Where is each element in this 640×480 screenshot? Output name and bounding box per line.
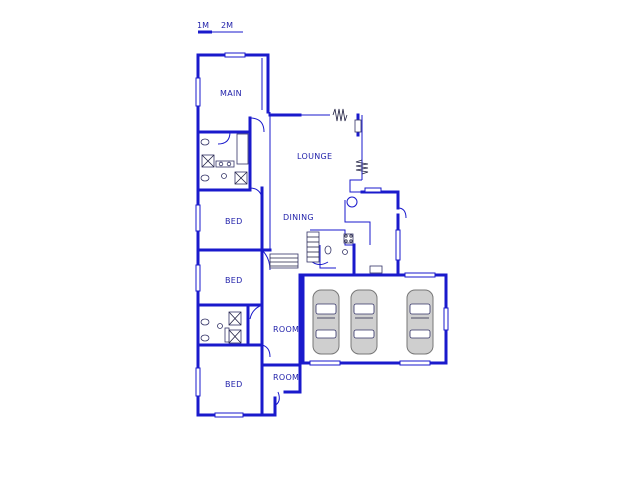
garage-cars [312,289,434,355]
basin-icon [226,161,232,167]
toilet-icon [200,318,210,326]
room-label-dining: DINING [283,213,314,222]
stair-landing [349,179,362,193]
wall-wc [319,245,336,269]
bath-icon [236,133,249,165]
window-bed3-bottom [214,412,244,418]
room-label-lounge: LOUNGE [297,152,332,161]
toilet-icon [200,334,210,342]
door-room2 [273,391,280,407]
wall-kitchen-top [360,190,400,210]
car-icon [312,289,340,355]
door-bath [217,131,231,145]
car-icon [350,289,378,355]
window-garage-north [404,272,436,278]
room-label-bed-1: BED [225,217,243,226]
room-label-bed-3: BED [225,380,243,389]
window-bed1 [195,204,201,232]
lounge-fixtures [332,108,369,208]
window-garage-south-1 [309,360,341,366]
door-bath2 [249,304,263,320]
doors [217,117,407,407]
window-garage-south-2 [399,360,431,366]
car-icon [406,289,434,355]
fireplace-icon [355,159,369,175]
wall-main-top [196,53,270,114]
sink-icon [369,265,383,274]
basin-icon [217,323,223,329]
scale-label-1m: 1M [197,21,209,30]
chimney-icon [354,119,362,133]
door-main [249,117,265,133]
window-garage [443,307,449,331]
scale-bar: 1M 2M [197,21,243,34]
bathroom-1-fixtures [200,133,249,185]
stairs-icon [269,231,320,269]
door-kitchen [397,207,407,219]
stove-icon [343,233,354,244]
room-label-room-2: ROOM [273,373,299,382]
basin-icon [342,249,348,255]
window-kitchen-top [364,187,382,193]
window-bed3 [195,367,201,397]
fireplace-icon [332,108,348,122]
window-main [195,77,201,107]
vanity-icon [215,160,235,168]
room-label-room-1: ROOM [273,325,299,334]
bathroom-2-fixtures [200,311,242,344]
toilet-icon [200,138,210,146]
room-label-main: MAIN [220,89,242,98]
toilet-icon [324,245,332,255]
window-kitchen [395,229,401,261]
basin-icon [221,173,227,179]
door-bed3 [261,344,271,358]
scale-label-2m: 2M [221,21,233,30]
kitchen-fixtures [324,233,383,274]
room-labels: MAIN LOUNGE DINING BED BED ROOM ROOM BED [220,89,332,389]
door-bed1 [249,187,263,199]
wall-kitchen-inner [344,200,371,245]
windows [195,52,449,418]
toilet-icon [200,174,210,182]
basin-icon [218,161,224,167]
window-bed2 [195,264,201,292]
column-icon [346,196,358,208]
window-main-top [224,52,246,58]
room-label-bed-2: BED [225,276,243,285]
vanity-icon [224,327,230,343]
